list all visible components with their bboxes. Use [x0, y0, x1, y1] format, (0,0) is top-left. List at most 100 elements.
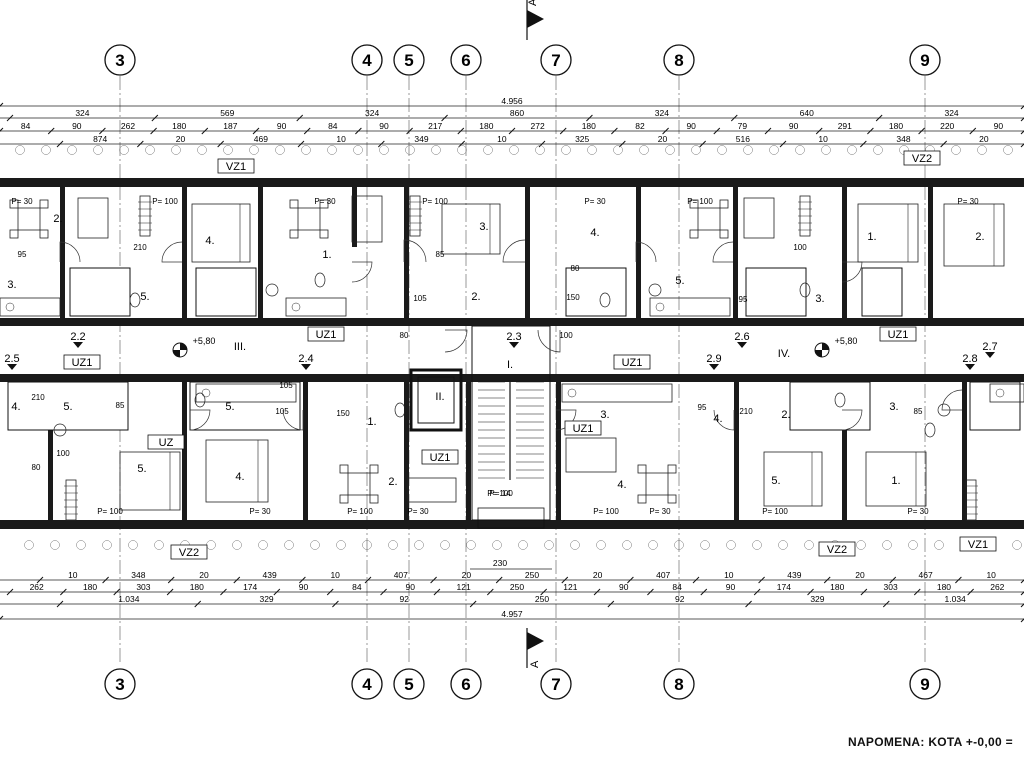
level-circle-top: [873, 145, 883, 155]
window-tag-box: [818, 541, 856, 557]
top-dim-row2-tick: [252, 127, 260, 135]
bottom-dim-row2-tick: [166, 588, 174, 596]
bottom-dim-row1-value: 348: [131, 570, 145, 580]
hob-burner: [995, 388, 1005, 398]
level-circle-bottom: [570, 540, 580, 550]
bottom-dim-row2-value: 250: [510, 582, 524, 592]
wall-outline: [789, 381, 871, 431]
window-tag-box: [421, 449, 459, 465]
window-tag: UZ1: [316, 329, 337, 341]
level-circle-top: [769, 145, 779, 155]
window-tag-box: [307, 326, 345, 342]
top-dim-row2-tick: [201, 127, 209, 135]
top-dim-row2-tick: [969, 127, 977, 135]
room-number: 4.: [205, 235, 214, 247]
level-circle-top: [613, 145, 623, 155]
door-dimension: 105: [413, 294, 427, 303]
section-arrow-top: [527, 10, 544, 28]
bottom-dim-row2-value: 262: [30, 582, 44, 592]
top-dim-row3-value: 10: [818, 134, 828, 144]
dining-table: [17, 207, 41, 231]
bottom-dim-row2-value: 180: [830, 582, 844, 592]
top-dim-row3-tick: [1020, 143, 1024, 148]
top-dim-row2-value: 272: [531, 121, 545, 131]
unit-label: I.: [507, 359, 513, 371]
bottom-dim-row2-value: 84: [352, 582, 362, 592]
stair-landing: [477, 507, 545, 529]
window-tag-box: [63, 354, 101, 370]
bottom-dim-row3-tick: [882, 600, 890, 608]
top-overall-dim-tick: [0, 102, 4, 107]
top-dim-row2-value: 84: [328, 121, 338, 131]
wall-outline: [189, 381, 301, 431]
grid-axis-bubble: [351, 668, 383, 700]
level-circle-top: [561, 145, 571, 155]
bottom-dim-row2-tick: [380, 588, 387, 596]
bottom-dim-row1-tick: [955, 576, 962, 584]
window-tag-box: [217, 158, 255, 174]
kitchen-counter: [989, 383, 1024, 403]
partition-wall: [842, 382, 847, 520]
floor-level-label: P= 14: [489, 489, 511, 498]
level-circle-bottom: [128, 540, 138, 550]
chair: [339, 464, 349, 474]
grid-axis-label: 3: [115, 51, 124, 70]
level-tag-marker: [737, 342, 747, 348]
grid-axis-label: 8: [674, 51, 683, 70]
top-dim-row2-tick: [611, 127, 618, 135]
grid-axis-bubble: [393, 668, 425, 700]
grid-axis-bubble: [909, 44, 941, 76]
section-label-bottom: A: [529, 660, 541, 668]
bottom-dim-row2-tick: [60, 588, 67, 596]
bottom-dim-row2-tick: [913, 588, 921, 596]
bottom-dim-row2-tick: [700, 588, 708, 596]
bottom-dim-row3-value: 1.034: [945, 594, 967, 604]
room-number: 4.: [617, 479, 626, 491]
chair: [637, 464, 647, 474]
top-dim-row2-tick: [150, 127, 157, 135]
bottom-dim-row1-value: 439: [787, 570, 801, 580]
level-circle-bottom: [622, 540, 632, 550]
door-dimension: 100: [793, 243, 807, 252]
bottom-dim-row3-tick: [194, 600, 202, 608]
door-dimension: 85: [436, 250, 445, 259]
grid-axis-bubble: [540, 668, 572, 700]
top-dim-row2-value: 180: [172, 121, 186, 131]
top-dim-row2-value: 82: [635, 121, 645, 131]
door-dimension: 100: [56, 449, 70, 458]
elevation-value: +5,80: [193, 336, 216, 346]
sink: [265, 283, 279, 297]
partition-wall: [466, 374, 471, 520]
bottom-dim-row2-value: 90: [299, 582, 309, 592]
level-circle-bottom: [856, 540, 866, 550]
bed: [119, 451, 181, 511]
partition-wall: [182, 382, 187, 520]
level-circle-top: [717, 145, 727, 155]
top-dim-row2-tick: [355, 127, 362, 135]
door-swing: [712, 241, 734, 263]
room-number: 5.: [140, 291, 149, 303]
room-number: 3.: [815, 293, 824, 305]
top-dim-row3-value: 20: [658, 134, 668, 144]
dining-table: [697, 207, 721, 231]
bed: [441, 203, 501, 255]
level-circle-top: [665, 145, 675, 155]
room-number: 5.: [771, 475, 780, 487]
level-circle-bottom: [258, 540, 268, 550]
elevation-marker-fill: [173, 343, 187, 357]
room-number: 1.: [322, 249, 331, 261]
bottom-dim-row2-tick: [593, 588, 601, 596]
bottom-dim-row2-value: 180: [83, 582, 97, 592]
bottom-dim-row2-value: 174: [243, 582, 257, 592]
kitchen-counter: [561, 383, 673, 403]
bottom-dim-row2-tick: [220, 588, 227, 596]
partition-wall: [182, 187, 187, 318]
kitchen-counter: [0, 297, 61, 317]
bottom-dim-row3-value: 329: [810, 594, 824, 604]
partition-wall: [404, 187, 409, 318]
top-dim-row3-value: 469: [254, 134, 268, 144]
top-dim-row2-tick: [406, 127, 413, 135]
room-number: 3.: [889, 401, 898, 413]
toilet: [394, 402, 406, 418]
window-tag: UZ: [159, 437, 174, 449]
